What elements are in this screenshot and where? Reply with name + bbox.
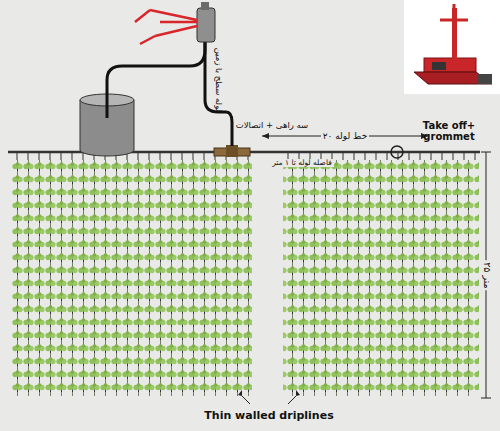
leader-line xyxy=(242,396,296,404)
dripline-stub xyxy=(398,152,399,160)
dripline-stub xyxy=(204,152,205,160)
suction-hose xyxy=(107,36,205,118)
delivery-hose xyxy=(205,42,232,146)
plant-field-left xyxy=(12,160,252,396)
dripline-stub xyxy=(420,152,421,160)
dripline-stub xyxy=(50,152,51,160)
dripline-stub xyxy=(343,152,344,160)
dripline-stub xyxy=(354,152,355,160)
spacing-label: فاصله لوله تا ۱ متر xyxy=(270,159,334,168)
dimension-ticks xyxy=(481,152,491,398)
fitting-label: سه راهی + اتصالات xyxy=(236,121,308,131)
take-off-circle xyxy=(391,146,403,158)
dripline-stub xyxy=(464,152,465,160)
dripline-stub xyxy=(475,152,476,160)
plant-field-right xyxy=(283,160,479,396)
dripline-stub xyxy=(409,152,410,160)
tee-center xyxy=(226,145,238,157)
dripline-label: Thin walled driplines xyxy=(204,410,334,423)
pump-handle xyxy=(135,10,197,44)
dripline-stub xyxy=(193,152,194,160)
leader-arrows xyxy=(238,390,300,396)
dimension-label: ۲۰ خط لوله xyxy=(321,131,369,141)
dripline-stub xyxy=(138,152,139,160)
dripline-stub xyxy=(39,152,40,160)
pump xyxy=(197,8,215,42)
pump-cap xyxy=(201,2,209,10)
take-off-label: Take off+ grommet xyxy=(410,120,488,143)
dripline-stub xyxy=(376,152,377,160)
dimension-label-vertical: ۲۵ متر xyxy=(481,260,492,290)
inset-photo xyxy=(404,0,500,94)
dripline-stub xyxy=(442,152,443,160)
dripline-stub xyxy=(28,152,29,160)
hose-label: لوله سطح با زمین xyxy=(213,48,223,112)
machine-drawing xyxy=(414,4,492,84)
dripline-stub xyxy=(182,152,183,160)
dripline-stub xyxy=(431,152,432,160)
dripline-stub xyxy=(160,152,161,160)
dripline-stub xyxy=(17,152,18,160)
dripline-stub xyxy=(72,152,73,160)
dripline-stub xyxy=(61,152,62,160)
dripline-stub xyxy=(387,152,388,160)
dripline-stub xyxy=(453,152,454,160)
dripline-stub xyxy=(365,152,366,160)
dripline-stub xyxy=(171,152,172,160)
dripline-stub xyxy=(149,152,150,160)
